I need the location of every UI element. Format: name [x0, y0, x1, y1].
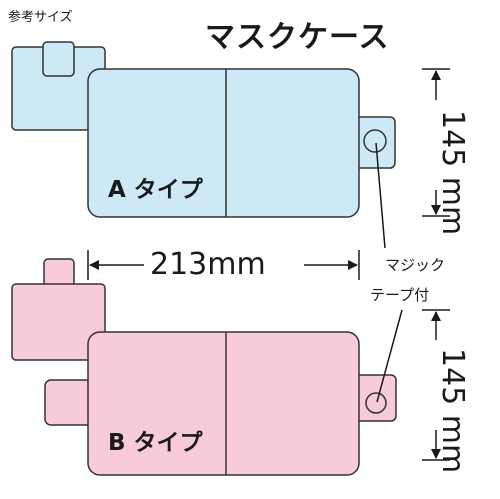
width-measure-label: 213mm	[150, 247, 266, 282]
tape-callout-line-a	[375, 142, 386, 249]
height-dimension-a	[422, 68, 450, 217]
type-b-body	[87, 331, 360, 476]
tape-note-line1: マジック	[385, 256, 446, 274]
tape-note-line2: テープ付	[370, 286, 430, 304]
type-a-velcro-dot	[363, 129, 387, 153]
width-dimension	[87, 250, 360, 280]
height-dimension-b	[422, 309, 450, 461]
height-b-measure-label: 145 mm	[435, 348, 470, 474]
type-a-body	[87, 68, 360, 218]
type-b-side-flap	[11, 283, 106, 361]
type-b-velcro-dot	[365, 392, 387, 414]
height-a-measure-label: 145 mm	[435, 110, 470, 236]
reference-size-label: 参考サイズ	[8, 10, 73, 25]
type-a-case	[11, 41, 396, 218]
type-b-case	[11, 258, 397, 476]
type-a-top-tab	[42, 41, 75, 77]
page-title: マスクケース	[205, 20, 390, 55]
type-a-label: A タイプ	[108, 177, 203, 203]
type-b-label: B タイプ	[108, 430, 203, 456]
tape-callout-line-b	[376, 309, 403, 403]
